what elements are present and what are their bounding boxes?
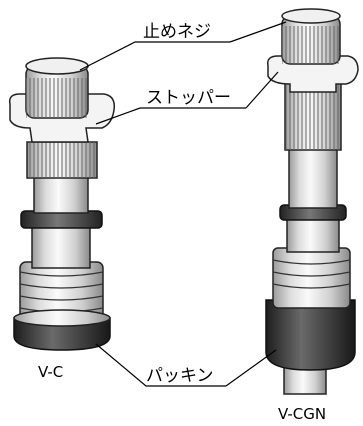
valve-right — [265, 8, 359, 395]
valve-left — [8, 57, 116, 351]
valve-right-stopper — [266, 55, 359, 93]
valve-right-stop-nut — [281, 8, 341, 65]
valve-left-body — [31, 221, 91, 269]
leader-stopper-right — [245, 71, 279, 109]
valve-right-knurled-stem — [284, 81, 342, 151]
valve-right-packing — [265, 299, 356, 371]
valve-right-tube — [288, 145, 338, 209]
valve-left-stop-nut — [25, 57, 89, 119]
leader-packing-left — [95, 343, 226, 387]
model-label-left: V-C — [38, 363, 63, 381]
valve-left-packing — [13, 317, 111, 351]
leader-stop-nut-right — [229, 21, 287, 43]
label-stopper: ストッパー — [146, 88, 231, 108]
leader-lines — [79, 21, 287, 387]
valve-left-tube — [33, 174, 89, 214]
leader-packing-right — [225, 349, 277, 387]
valve-left-knurled-stem — [26, 141, 98, 179]
valve-right-thread-base — [272, 247, 351, 309]
model-label-right: V-CGN — [278, 405, 326, 423]
label-packing: パッキン — [146, 366, 214, 386]
leader-stopper-left — [95, 107, 246, 125]
label-stop-nut: 止めネジ — [143, 22, 211, 42]
valve-right-body — [286, 215, 340, 253]
leader-stop-nut-left — [79, 41, 230, 71]
